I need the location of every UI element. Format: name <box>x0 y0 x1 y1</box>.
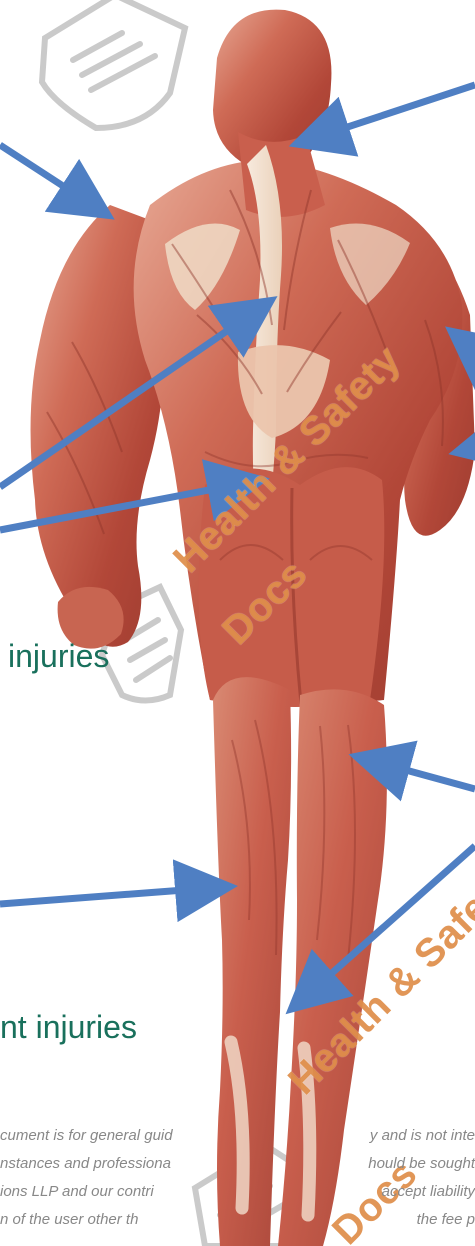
disclaimer-text-block: cument is for general guid y and is not … <box>0 1124 475 1236</box>
disclaimer-line-right: hould be sought <box>368 1152 475 1176</box>
disclaimer-line: n of the user other th the fee p <box>0 1208 475 1236</box>
injuries-label-bottom: nt injuries <box>0 1011 137 1043</box>
disclaimer-line-right: accept liability <box>382 1180 475 1204</box>
disclaimer-line-right: y and is not inte <box>370 1124 475 1148</box>
disclaimer-line-left: cument is for general guid <box>0 1124 173 1148</box>
injuries-label-left: injuries <box>8 640 109 672</box>
disclaimer-line: ions LLP and our contri accept liability <box>0 1180 475 1208</box>
watermark-shield-top-left <box>42 0 185 128</box>
disclaimer-line: nstances and professiona hould be sought <box>0 1152 475 1180</box>
disclaimer-line-left: ions LLP and our contri <box>0 1180 154 1204</box>
disclaimer-line-left: n of the user other th <box>0 1208 138 1232</box>
disclaimer-line: cument is for general guid y and is not … <box>0 1124 475 1152</box>
disclaimer-line-right: the fee p <box>417 1208 475 1232</box>
disclaimer-line-left: nstances and professiona <box>0 1152 171 1176</box>
